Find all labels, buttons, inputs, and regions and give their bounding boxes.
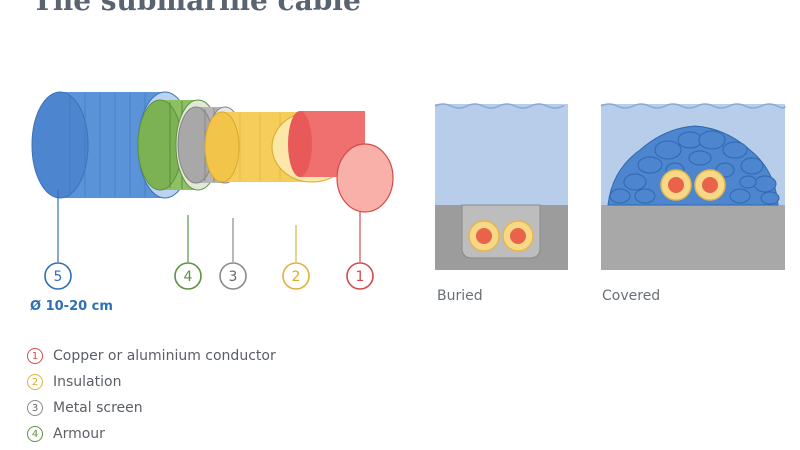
legend-text: Insulation xyxy=(53,374,122,390)
legend-number: 2 xyxy=(27,374,43,390)
buried-cable-left xyxy=(468,220,500,252)
legend-item-screen: 3 Metal screen xyxy=(27,395,276,421)
legend: 1 Copper or aluminium conductor 2 Insula… xyxy=(27,343,276,447)
legend-item-conductor: 1 Copper or aluminium conductor xyxy=(27,343,276,369)
legend-item-insulation: 2 Insulation xyxy=(27,369,276,395)
legend-text: Armour xyxy=(53,426,105,442)
svg-text:5: 5 xyxy=(54,269,63,285)
covered-cable-left xyxy=(660,169,692,201)
legend-item-armour: 4 Armour xyxy=(27,421,276,447)
callout-5: 5 xyxy=(44,262,72,290)
leader-lines xyxy=(57,190,361,262)
callout-4: 4 xyxy=(174,262,202,290)
buried-label: Buried xyxy=(437,288,483,304)
buried-cable-right xyxy=(502,220,534,252)
conductor-layer xyxy=(288,111,394,213)
callout-2: 2 xyxy=(282,262,310,290)
svg-text:1: 1 xyxy=(356,269,365,285)
callout-1: 1 xyxy=(346,262,374,290)
page-title: The submarine cable xyxy=(32,0,361,17)
callout-3: 3 xyxy=(219,262,247,290)
covered-panel xyxy=(600,103,786,270)
legend-text: Metal screen xyxy=(53,400,143,416)
legend-number: 1 xyxy=(27,348,43,364)
legend-text: Copper or aluminium conductor xyxy=(53,348,276,364)
svg-text:4: 4 xyxy=(184,269,193,285)
diameter-label: Ø 10-20 cm xyxy=(30,299,113,314)
legend-number: 3 xyxy=(27,400,43,416)
svg-text:3: 3 xyxy=(229,269,238,285)
covered-label: Covered xyxy=(602,288,661,304)
svg-text:2: 2 xyxy=(292,269,301,285)
rock-pile xyxy=(607,125,780,206)
legend-number: 4 xyxy=(27,426,43,442)
buried-panel xyxy=(434,103,568,270)
covered-cable-right xyxy=(694,169,726,201)
